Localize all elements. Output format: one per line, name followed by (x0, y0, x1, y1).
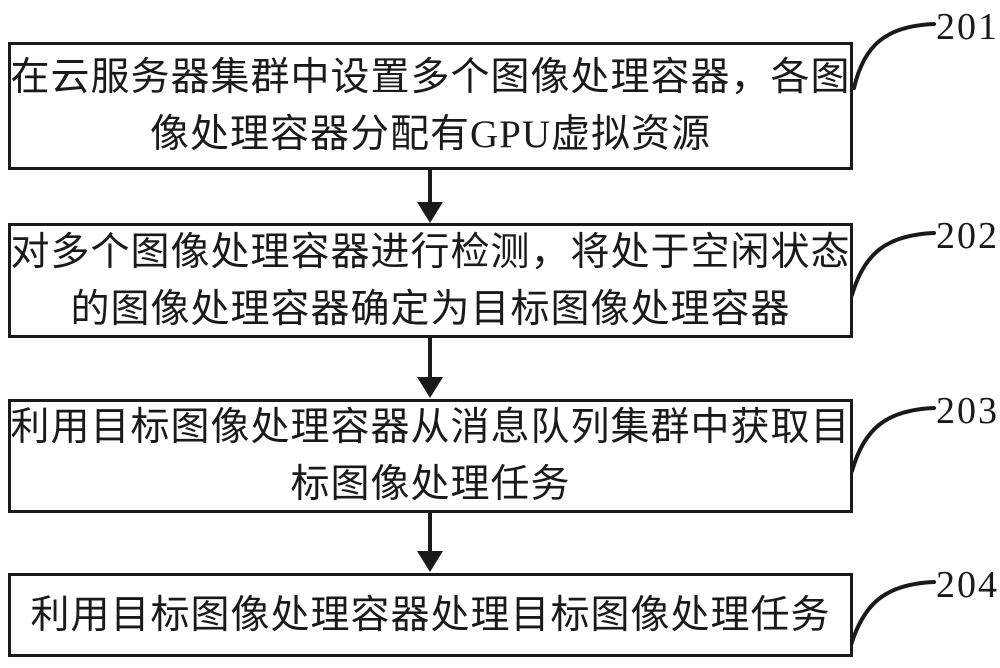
ref-label-204: 204 (936, 564, 999, 606)
step-203-text-line-2: 标图像处理任务 (290, 463, 571, 506)
ref-label-201: 201 (936, 6, 999, 48)
arrow-down-icon (417, 551, 443, 572)
step-box-204: 利用目标图像处理容器处理目标图像处理任务 (8, 573, 853, 657)
step-box-203: 利用目标图像处理容器从消息队列集群中获取目 标图像处理任务 (8, 399, 853, 513)
ref-label-203: 203 (936, 390, 999, 432)
leader-line-203 (850, 406, 936, 473)
flow-arrow-2 (417, 336, 443, 398)
flow-arrow-3 (417, 511, 443, 572)
step-202-text-line-2: 的图像处理容器确定为目标图像处理容器 (70, 287, 791, 331)
step-203-text-line-1: 利用目标图像处理容器从消息队列集群中获取目 (10, 406, 851, 449)
step-202-text-line-1: 对多个图像处理容器进行检测，将处于空闲状态 (10, 230, 851, 274)
arrow-down-icon (417, 377, 443, 398)
step-box-202: 对多个图像处理容器进行检测，将处于空闲状态 的图像处理容器确定为目标图像处理容器 (8, 223, 853, 338)
step-201-text-line-1: 在云服务器集群中设置多个图像处理容器，各图 (10, 56, 851, 99)
step-201-text-line-2: 像处理容器分配有GPU虚拟资源 (149, 113, 712, 156)
leader-line-201 (852, 22, 936, 90)
leader-line-202 (850, 231, 936, 297)
flow-arrow-1 (417, 168, 443, 223)
step-box-201: 在云服务器集群中设置多个图像处理容器，各图 像处理容器分配有GPU虚拟资源 (8, 42, 853, 170)
ref-label-202: 202 (936, 215, 999, 257)
arrow-down-icon (417, 202, 443, 223)
leader-line-204 (849, 580, 936, 647)
step-204-text-line-1: 利用目标图像处理容器处理目标图像处理任务 (30, 593, 831, 637)
